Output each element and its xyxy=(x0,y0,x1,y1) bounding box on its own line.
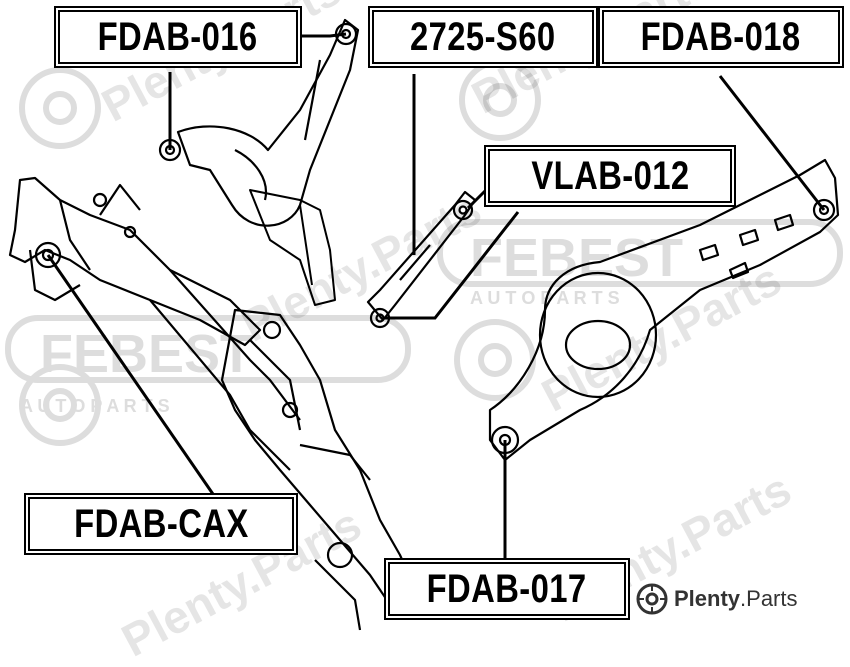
leader-fdab-016-upper xyxy=(296,32,347,38)
callout-label: FDAB-CAX xyxy=(73,502,249,546)
brake-disc-watermark-icon xyxy=(19,364,101,446)
callout-label: FDAB-018 xyxy=(640,15,802,59)
callout-2725-s60: 2725-S60 xyxy=(370,8,596,66)
brake-disc-watermark-icon xyxy=(454,319,536,401)
callout-label: 2725-S60 xyxy=(410,15,556,59)
callout-fdab-016: FDAB-016 xyxy=(56,8,300,66)
leader-lines xyxy=(46,32,826,560)
callout-label: FDAB-016 xyxy=(97,15,259,59)
leader-vlab-012-lower xyxy=(385,211,520,320)
brand-text: Plenty.Parts xyxy=(674,586,798,611)
upper-control-arm xyxy=(158,18,360,227)
febest-watermark-frame xyxy=(437,219,843,287)
febest-watermark-text: FEBEST xyxy=(470,228,683,288)
brake-disc-watermark-icon xyxy=(19,67,101,149)
callout-fdab-cax: FDAB-CAX xyxy=(26,495,296,553)
watermark-layer xyxy=(5,59,843,446)
febest-watermark-frame xyxy=(5,315,411,383)
callout-fdab-018: FDAB-018 xyxy=(600,8,842,66)
auto-parts-watermark-text: A U T O P A R T S xyxy=(20,396,170,416)
leader-fdab-018 xyxy=(718,75,826,211)
callout-vlab-012: VLAB-012 xyxy=(486,147,734,205)
suspension-drawing: FEBEST FEBEST A U T O P A R T S A U T O … xyxy=(5,18,843,631)
callout-label: FDAB-017 xyxy=(426,567,588,611)
callout-label: VLAB-012 xyxy=(530,154,690,198)
lower-control-arm xyxy=(488,158,840,462)
febest-watermark-text: FEBEST xyxy=(40,324,253,384)
brake-disc-watermark-icon xyxy=(459,59,541,141)
diagram-stage: FEBEST FEBEST A U T O P A R T S A U T O … xyxy=(5,0,843,667)
auto-parts-watermark-text: A U T O P A R T S xyxy=(470,288,620,308)
callout-fdab-017: FDAB-017 xyxy=(386,560,628,618)
toe-link xyxy=(366,190,477,329)
leader-vlab-012-upper xyxy=(466,187,489,210)
knuckle-bracket xyxy=(249,189,336,306)
brake-disc-icon xyxy=(636,583,668,615)
rear-subframe xyxy=(8,176,301,471)
leader-fdab-cax xyxy=(46,254,217,498)
plenty-parts-watermark: Plenty.Parts xyxy=(636,582,798,616)
